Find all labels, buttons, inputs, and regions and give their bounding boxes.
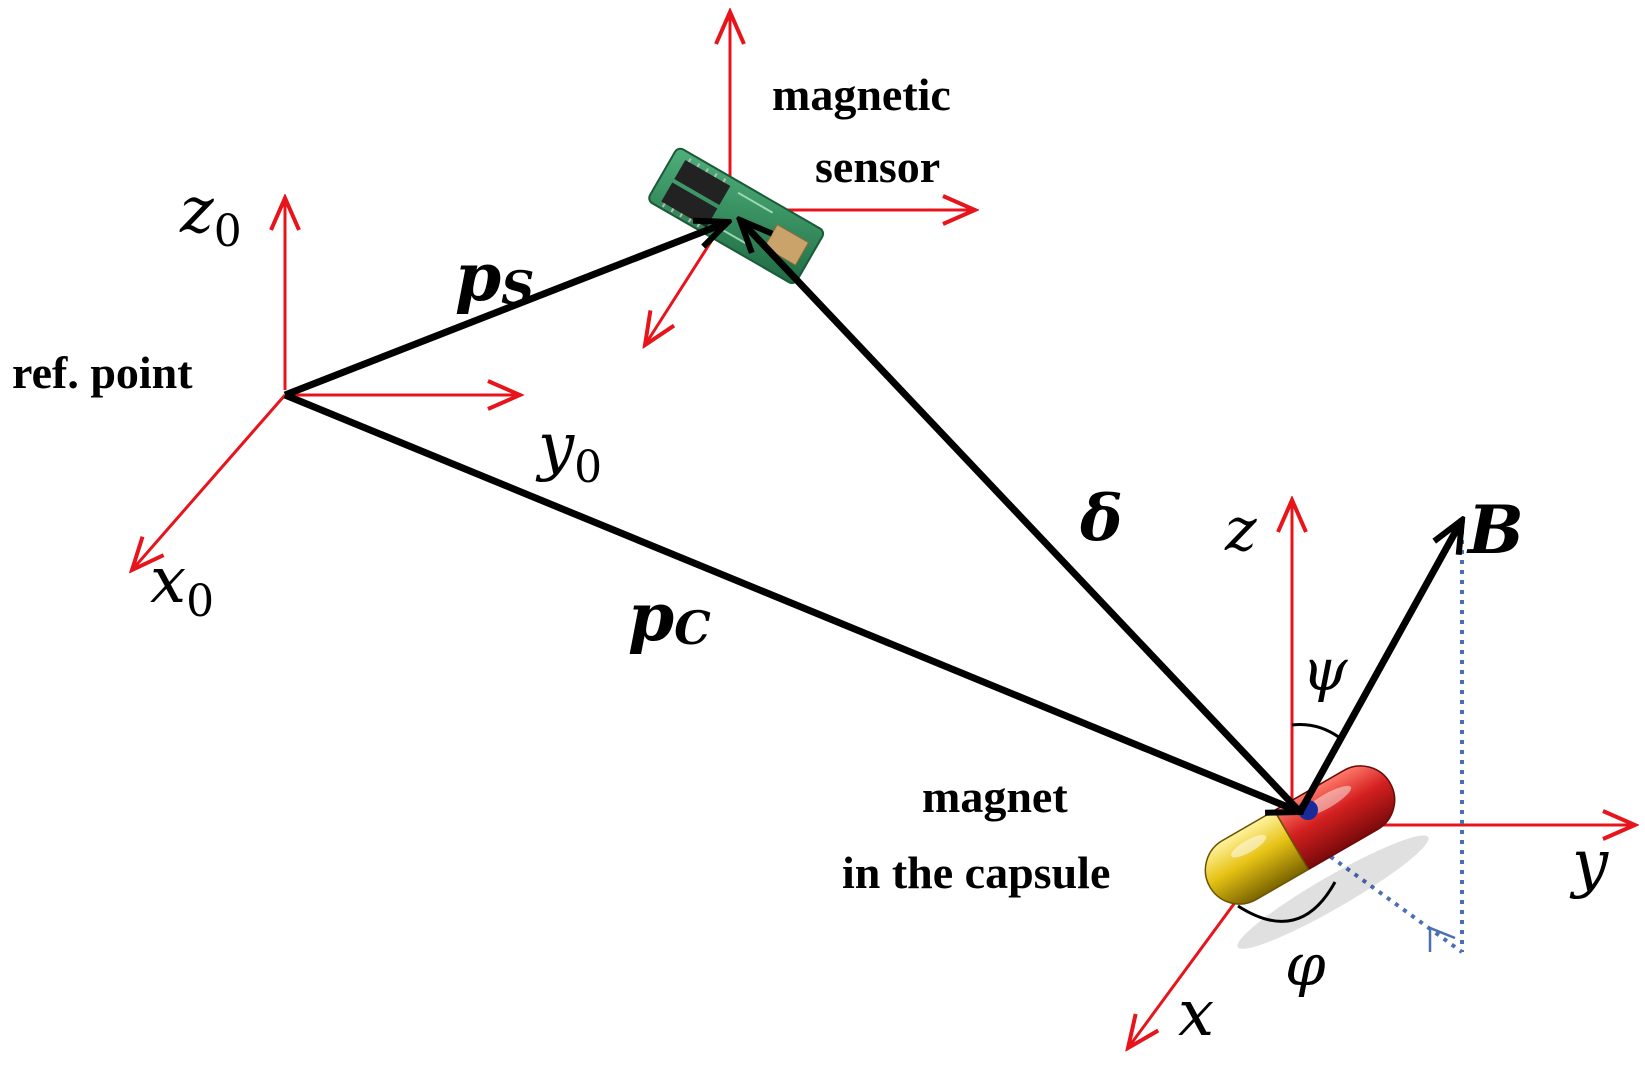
phi-angle-arc (1237, 881, 1337, 923)
magnet-label-line2: in the capsule (842, 847, 1110, 898)
psi-angle-label: ψ (1302, 636, 1348, 704)
sensor-label-line1: magnetic (772, 69, 951, 120)
ref-point-label: ref. point (12, 347, 193, 398)
delta-vector-label: δ (1079, 481, 1123, 556)
x0-axis-label: x0 (150, 544, 214, 627)
z-axis-label: z (1224, 495, 1257, 565)
pc-vector-label: pC (628, 578, 711, 656)
pc-vector (283, 391, 1300, 812)
sensor-label-line2: sensor (815, 141, 940, 192)
delta-vector (740, 220, 1303, 815)
magnet-label-line1: magnet (922, 771, 1068, 822)
y0-axis-label: y0 (535, 410, 602, 493)
right-angle-marker (1428, 926, 1456, 952)
phi-angle-label: φ (1285, 931, 1326, 999)
b-vector-label: B (1466, 491, 1524, 569)
b-vector (1296, 520, 1462, 814)
psi-angle-arc (1291, 723, 1341, 740)
z0-axis-label: z0 (179, 174, 242, 257)
ps-vector-label: pS (455, 238, 534, 316)
ref-frame-axes (132, 198, 520, 570)
y-axis-label: y (1569, 827, 1609, 901)
x0-axis (132, 394, 287, 570)
pcb-sensor-icon (648, 147, 825, 285)
ps-vector (283, 222, 728, 399)
x-axis-label: x (1178, 977, 1214, 1051)
position-vectors (283, 220, 1462, 815)
